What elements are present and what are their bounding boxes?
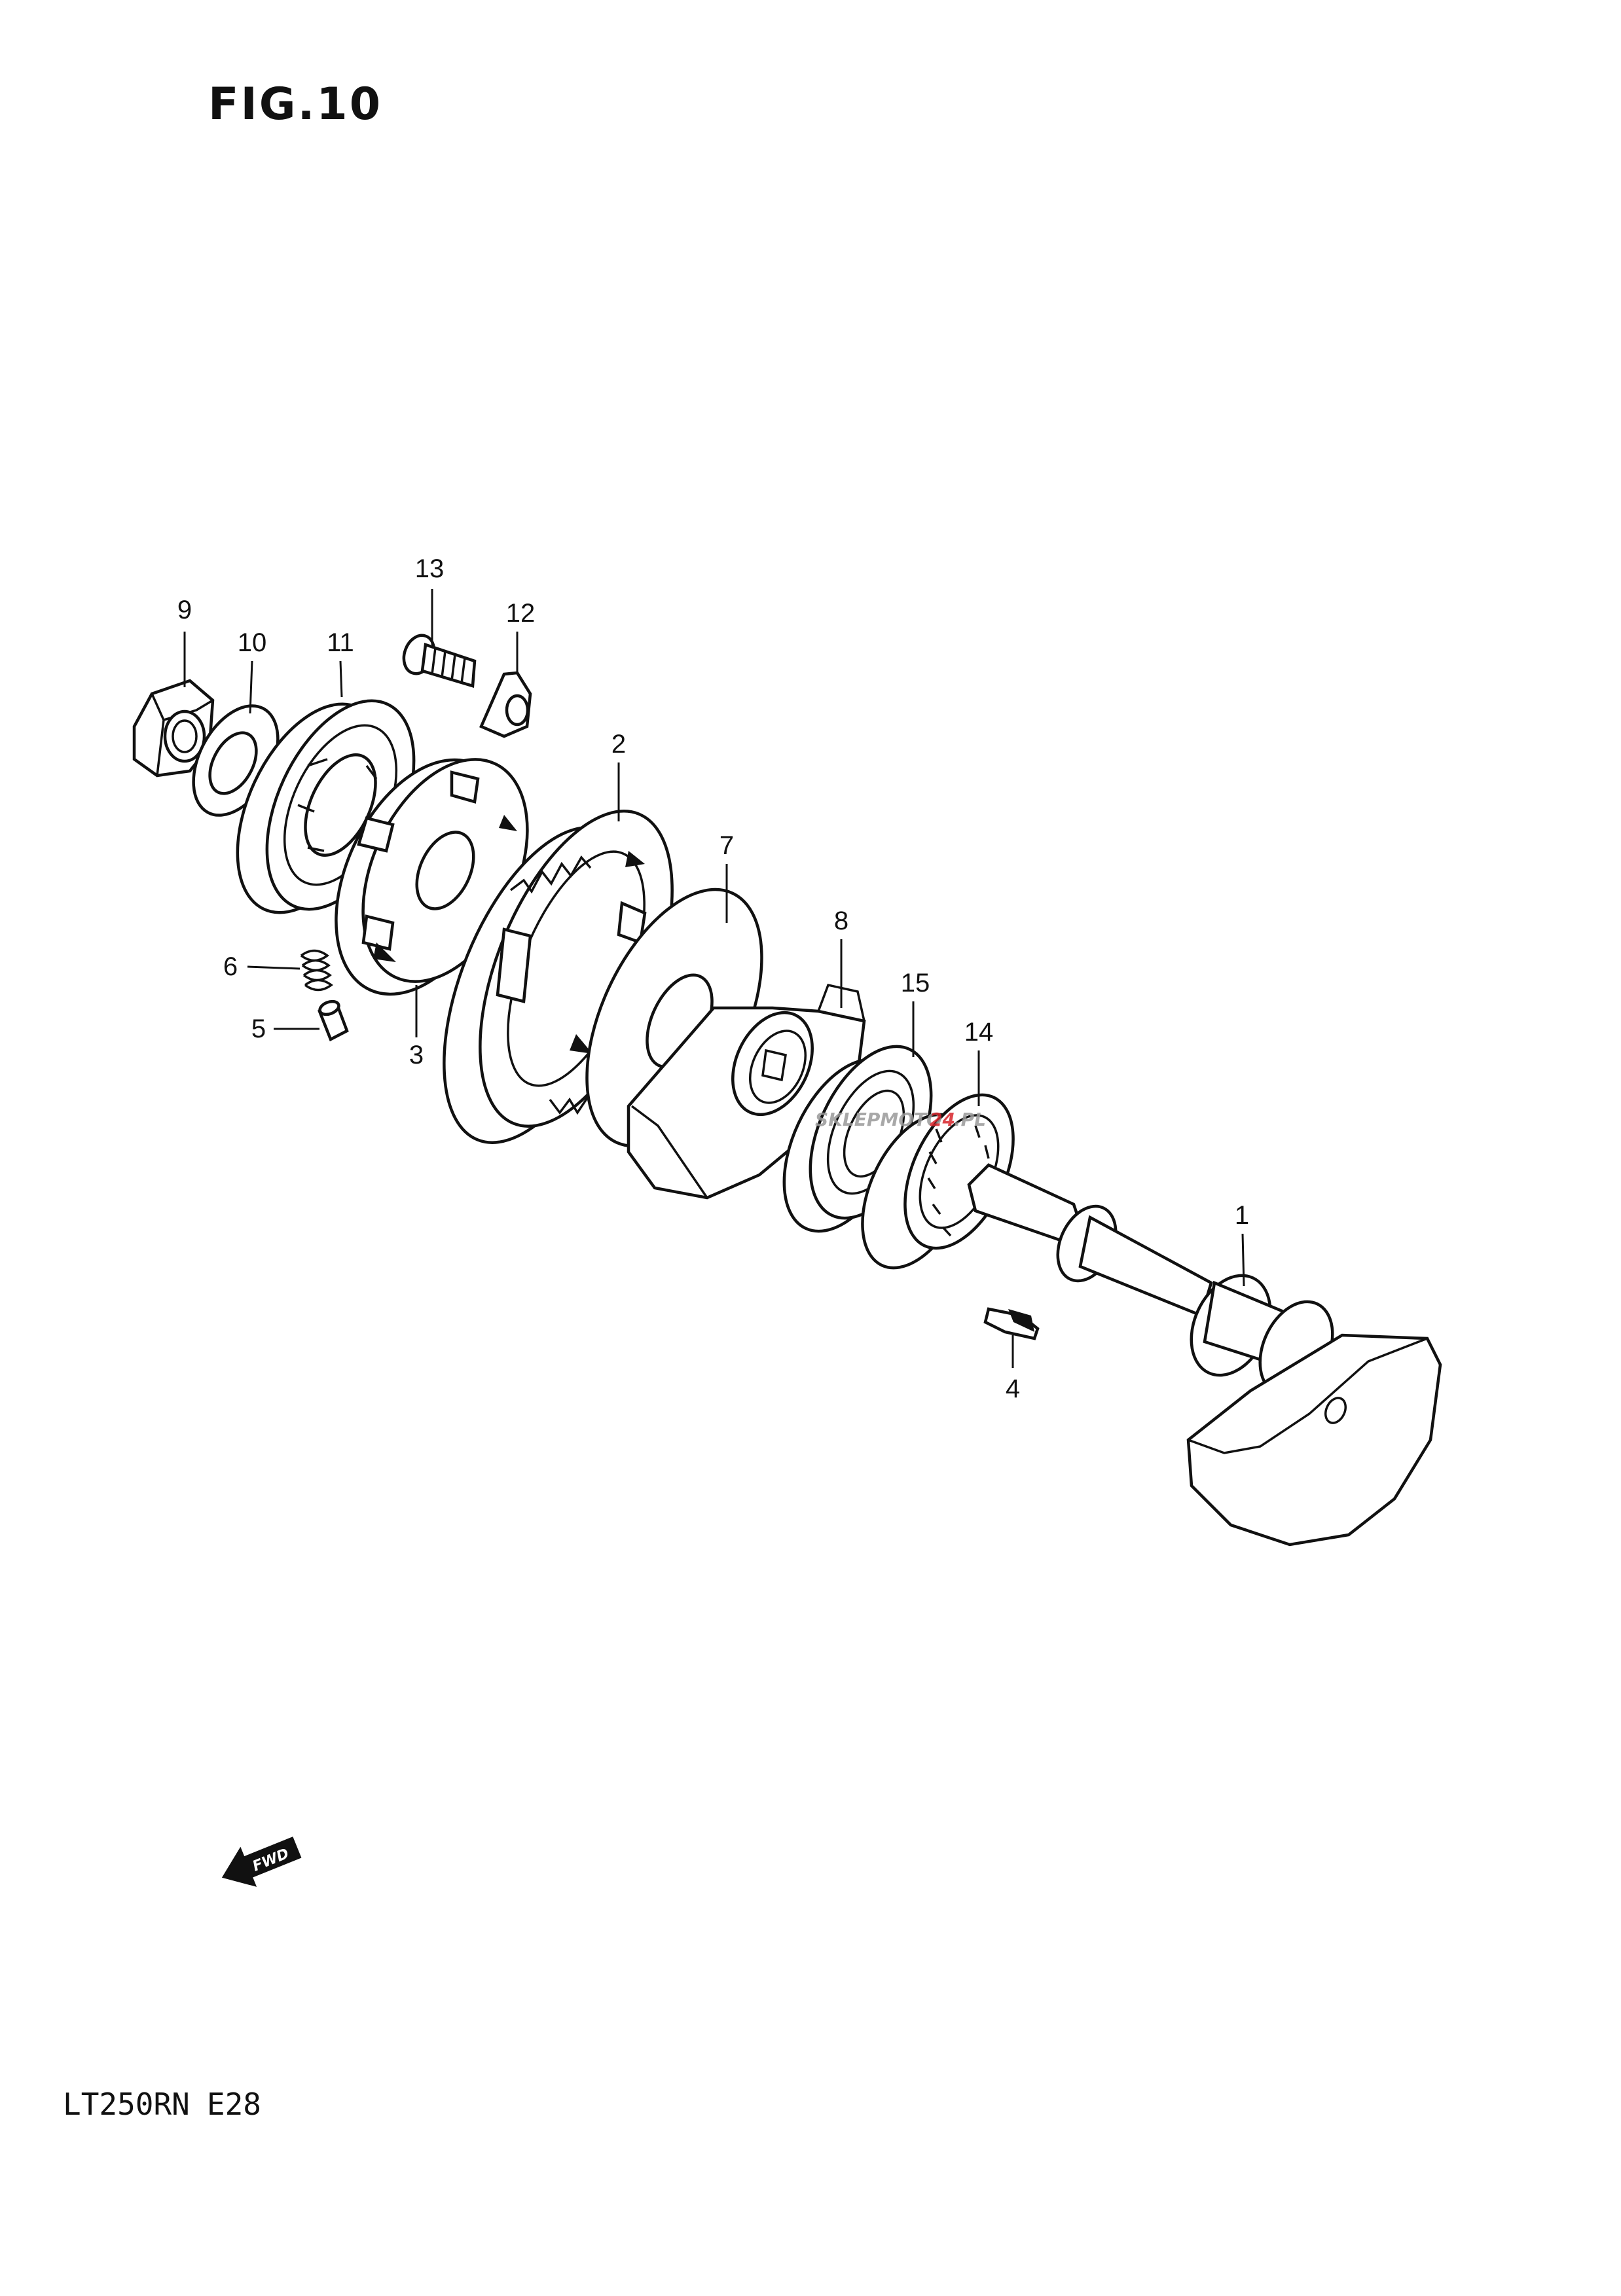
watermark: SKLEPMOTO 24 .PL	[815, 1109, 986, 1130]
callout-labels: 9 10 11 13 12 2 7 8 15 14 1 4 6 5 3	[177, 554, 1249, 1403]
region-code: E28	[206, 2087, 261, 2122]
callout-10: 10	[238, 628, 267, 657]
callout-6: 6	[223, 952, 238, 981]
callout-14: 14	[964, 1018, 994, 1047]
leader-lines	[183, 589, 1245, 1368]
callout-4: 4	[1006, 1374, 1020, 1403]
model-number: LT250RN	[63, 2087, 190, 2122]
part-13-screw	[402, 634, 477, 688]
fwd-arrow-icon: FWD	[221, 1837, 302, 1887]
callout-11: 11	[327, 628, 354, 657]
watermark-brand-c: .PL	[954, 1109, 986, 1130]
callout-7: 7	[719, 831, 734, 860]
model-code: LT250RN E28	[63, 2087, 278, 2122]
part-4-key	[983, 1307, 1040, 1340]
callout-12: 12	[506, 599, 536, 628]
part-1-shift-shaft	[967, 1163, 1442, 1547]
part-12-stopper-plate	[479, 671, 532, 738]
callout-13: 13	[415, 554, 445, 583]
part-5-pin	[318, 999, 349, 1042]
callout-5: 5	[251, 1014, 266, 1043]
callout-8: 8	[834, 906, 848, 935]
figure-title: FIG.10	[208, 79, 383, 130]
part-6-spring	[300, 949, 333, 992]
callout-2: 2	[611, 730, 626, 759]
callout-9: 9	[177, 596, 192, 624]
watermark-brand-b: 24	[930, 1109, 955, 1130]
part-8-cam-driver	[627, 983, 866, 1200]
watermark-brand-a: SKLEPMOTO	[815, 1109, 942, 1130]
callout-1: 1	[1235, 1201, 1249, 1230]
callout-15: 15	[901, 969, 930, 997]
callout-3: 3	[409, 1041, 424, 1069]
